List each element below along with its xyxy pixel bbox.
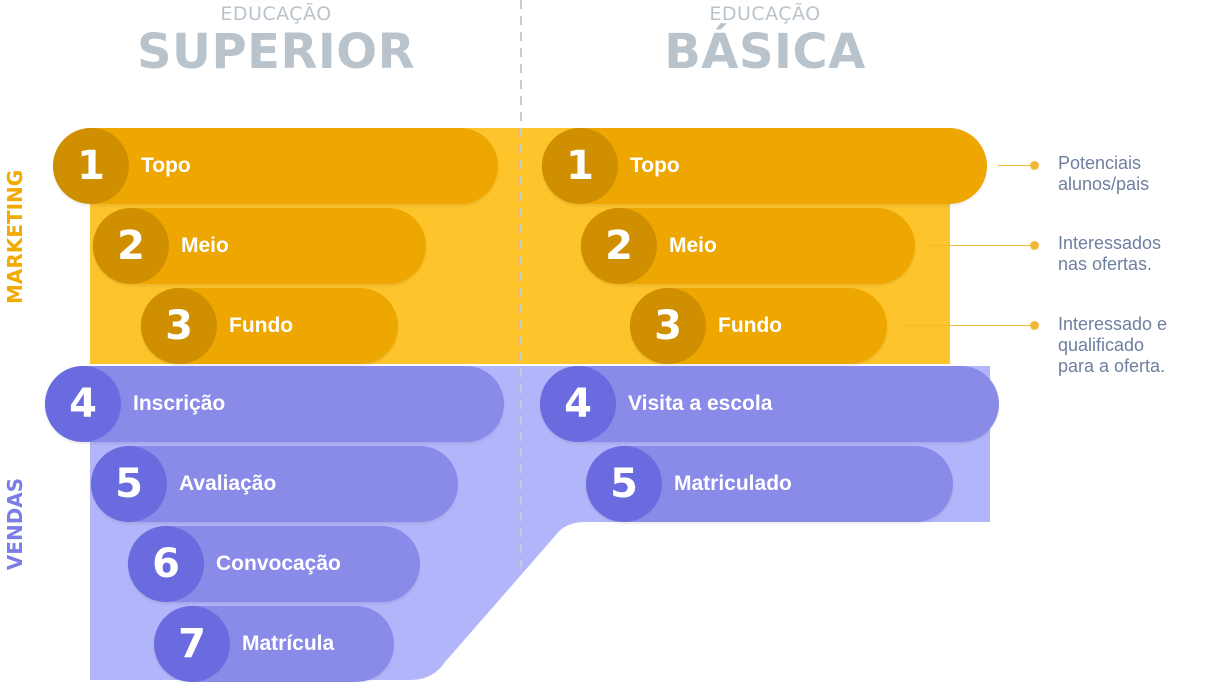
stage-label: Convocação: [216, 552, 341, 575]
stage-label: Inscrição: [133, 392, 226, 415]
side-label-marketing: MARKETING: [3, 169, 27, 304]
stage-label: Matriculado: [674, 472, 792, 495]
note-3-line2: qualificado: [1058, 335, 1145, 355]
stage-label: Avaliação: [179, 472, 277, 495]
note-connector-3: [900, 325, 1034, 326]
heading-superior-title: SUPERIOR: [136, 24, 416, 80]
note-1: Potenciais alunos/pais: [1058, 153, 1208, 195]
heading-basica-title: BÁSICA: [664, 24, 866, 80]
stage-number: 4: [540, 366, 616, 442]
superior-stage-5: 5 Avaliação: [91, 446, 458, 522]
stage-number: 2: [581, 208, 657, 284]
stage-label: Meio: [181, 234, 229, 257]
note-2-line2: nas ofertas.: [1058, 254, 1153, 274]
note-2: Interessados nas ofertas.: [1058, 233, 1208, 275]
stage-number: 5: [586, 446, 662, 522]
stage-label: Matrícula: [242, 632, 335, 655]
note-3: Interessado e qualificado para a oferta.: [1058, 314, 1208, 377]
stage-label: Visita a escola: [628, 392, 773, 415]
note-connector-1: [998, 165, 1034, 166]
superior-stage-2: 2 Meio: [93, 208, 426, 284]
note-3-line3: para a oferta.: [1058, 356, 1166, 376]
note-dot-2: [1030, 241, 1039, 250]
side-label-vendas: VENDAS: [3, 477, 27, 571]
superior-stage-3: 3 Fundo: [141, 288, 398, 364]
stage-label: Topo: [141, 154, 191, 177]
stage-number: 5: [91, 446, 167, 522]
stage-label: Topo: [630, 154, 680, 177]
superior-stage-7: 7 Matrícula: [154, 606, 394, 682]
stage-number: 3: [630, 288, 706, 364]
superior-stage-6: 6 Convocação: [128, 526, 420, 602]
stage-label: Meio: [669, 234, 717, 257]
basica-stage-4: 4 Visita a escola: [540, 366, 999, 442]
note-3-line1: Interessado e: [1058, 314, 1168, 334]
stage-number: 1: [542, 128, 618, 204]
heading-basica-kicker: EDUCAÇÃO: [709, 3, 821, 25]
note-1-line2: alunos/pais: [1058, 174, 1150, 194]
stage-number: 2: [93, 208, 169, 284]
stage-number: 1: [53, 128, 129, 204]
basica-stage-2: 2 Meio: [581, 208, 915, 284]
note-dot-3: [1030, 321, 1039, 330]
stage-number: 4: [45, 366, 121, 442]
superior-stage-4: 4 Inscrição: [45, 366, 504, 442]
stage-number: 3: [141, 288, 217, 364]
basica-stage-1: 1 Topo: [542, 128, 987, 204]
superior-stage-1: 1 Topo: [53, 128, 498, 204]
heading-superior-kicker: EDUCAÇÃO: [220, 3, 332, 25]
stage-label: Fundo: [718, 314, 783, 337]
heading-basica: EDUCAÇÃO BÁSICA: [555, 3, 975, 79]
stage-label: Fundo: [229, 314, 294, 337]
note-2-line1: Interessados: [1058, 233, 1162, 253]
basica-stage-3: 3 Fundo: [630, 288, 887, 364]
note-1-line1: Potenciais: [1058, 153, 1142, 173]
basica-stage-5: 5 Matriculado: [586, 446, 953, 522]
stage-number: 6: [128, 526, 204, 602]
note-connector-2: [926, 245, 1034, 246]
note-dot-1: [1030, 161, 1039, 170]
stage-number: 7: [154, 606, 230, 682]
heading-superior: EDUCAÇÃO SUPERIOR: [66, 3, 486, 79]
